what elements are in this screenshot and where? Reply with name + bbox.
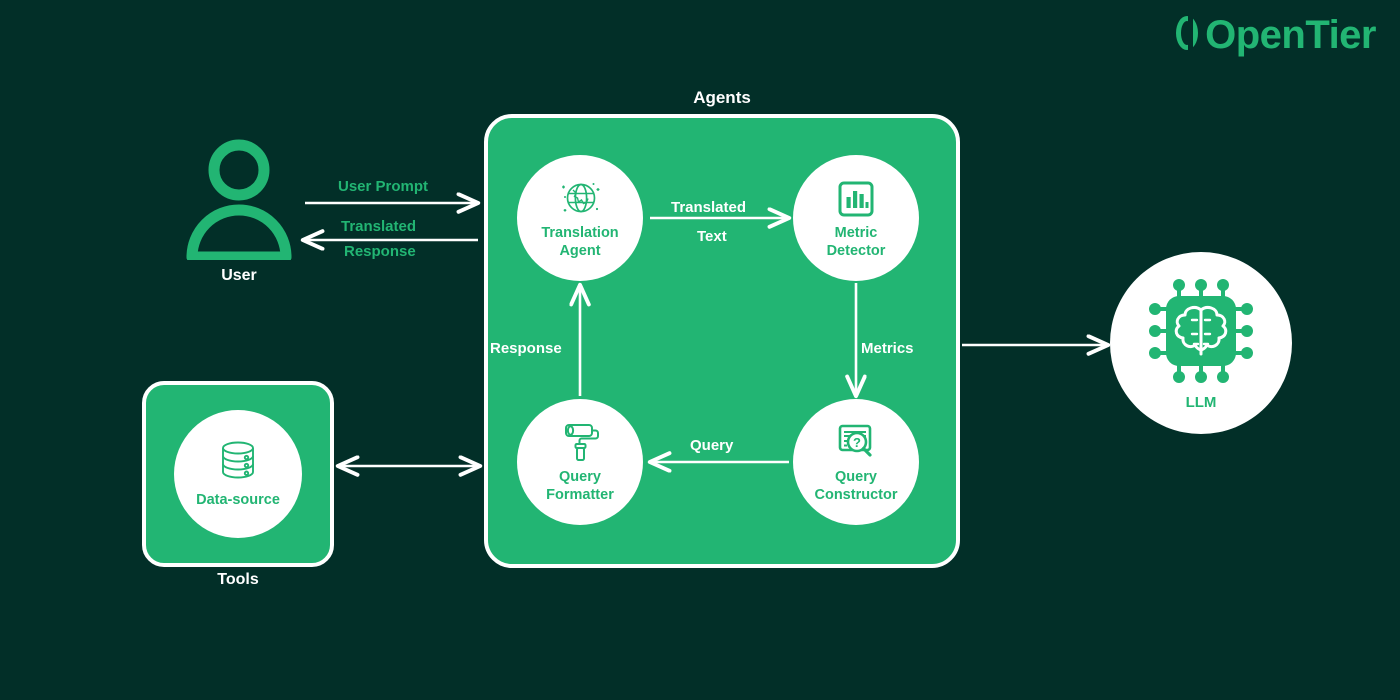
edge-label-translated-response-line2: Response: [344, 243, 416, 260]
tools-group-container: Data-source: [142, 381, 334, 567]
brand-name: OpenTier: [1205, 13, 1376, 57]
node-query-constructor[interactable]: ? Query Constructor: [793, 399, 919, 525]
node-metric-detector[interactable]: Metric Detector: [793, 155, 919, 281]
edge-label-metrics: Metrics: [861, 340, 914, 357]
split-o-logo-icon: [1176, 14, 1206, 56]
edge-label-translated-response-line1: Translated: [341, 218, 417, 235]
node-translation-agent-label: Translation Agent: [541, 224, 619, 259]
node-llm-label: LLM: [1185, 393, 1217, 411]
edge-label-user-prompt: User Prompt: [338, 178, 429, 195]
ai-chip-brain-icon: [1149, 278, 1253, 383]
database-icon: [213, 441, 263, 487]
node-llm[interactable]: LLM: [1110, 252, 1292, 434]
magnifier-question-icon: ?: [833, 420, 879, 466]
edge-label-query: Query: [690, 437, 734, 454]
node-query-constructor-label: Query Constructor: [814, 468, 898, 503]
bar-chart-icon: [834, 176, 878, 222]
brand-logo: OpenTier: [1176, 14, 1376, 56]
edge-label-translated-text-line1: Translated: [671, 199, 747, 216]
node-data-source[interactable]: Data-source: [174, 410, 302, 538]
user-icon: [186, 139, 292, 260]
paint-roller-icon: [557, 420, 603, 466]
agents-group-title: Agents: [693, 88, 751, 107]
user-label: User: [221, 267, 257, 284]
globe-icon: [557, 176, 603, 222]
edge-label-response: Response: [490, 340, 562, 357]
node-query-formatter-label: Query Formatter: [546, 468, 614, 503]
node-query-formatter[interactable]: Query Formatter: [517, 399, 643, 525]
edge-label-translated-text-line2: Text: [697, 228, 727, 245]
user-group: User: [160, 135, 318, 285]
node-metric-detector-label: Metric Detector: [826, 224, 886, 259]
node-translation-agent[interactable]: Translation Agent: [517, 155, 643, 281]
svg-text:?: ?: [853, 435, 861, 450]
tools-group-title: Tools: [217, 571, 259, 588]
node-data-source-label: Data-source: [196, 491, 280, 508]
